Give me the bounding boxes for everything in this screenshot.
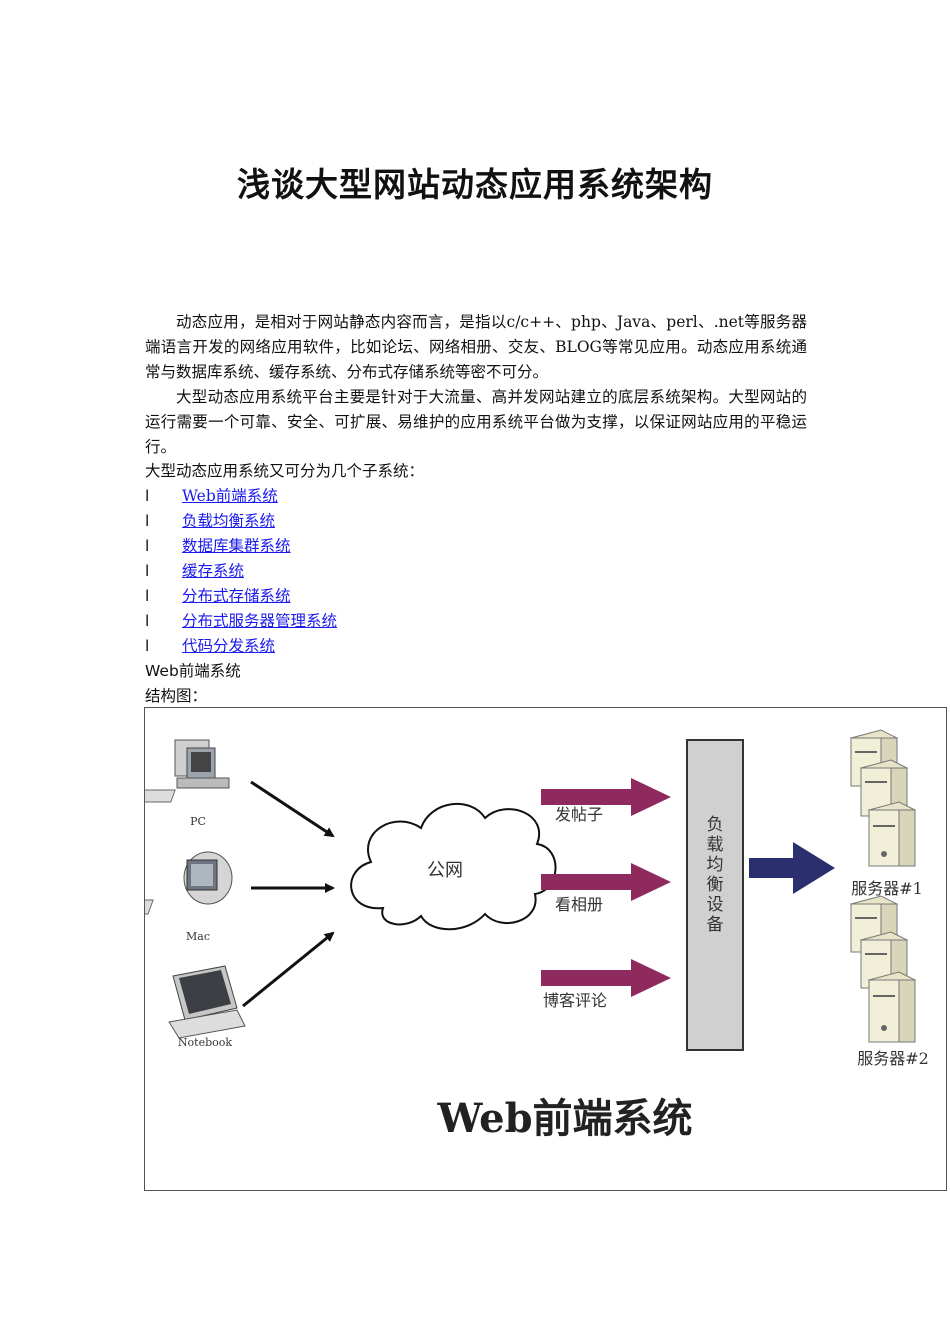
server-group-2-icon bbox=[849, 895, 917, 1043]
link-load-balancing[interactable]: 负载均衡系统 bbox=[182, 512, 276, 530]
lb-char-6: 备 bbox=[707, 915, 724, 935]
client-label-notebook: Notebook bbox=[178, 1036, 232, 1049]
cloud-icon bbox=[350, 802, 557, 931]
server-label-1: 服务器#1 bbox=[851, 879, 923, 898]
list-bullet: l bbox=[145, 612, 150, 630]
list-bullet: l bbox=[145, 562, 150, 580]
client-label-pc: PC bbox=[190, 815, 206, 828]
pc-icon bbox=[145, 739, 230, 803]
request-arrow-post bbox=[541, 778, 671, 816]
mac-icon bbox=[145, 851, 233, 915]
diagram-canvas: PC Mac Notebook 公网 发帖子 看相册 博客评论 bbox=[145, 729, 929, 1142]
cloud-label: 公网 bbox=[427, 860, 463, 881]
list-bullet: l bbox=[145, 587, 150, 605]
request-arrow-blog bbox=[541, 959, 671, 997]
server-label-2: 服务器#2 bbox=[857, 1049, 929, 1068]
link-cache[interactable]: 缓存系统 bbox=[182, 562, 245, 580]
link-web-frontend[interactable]: Web前端系统 bbox=[182, 487, 278, 505]
request-arrow-album bbox=[541, 863, 671, 901]
list-bullet: l bbox=[145, 537, 150, 555]
lb-char-5: 设 bbox=[707, 895, 724, 915]
link-distributed-storage[interactable]: 分布式存储系统 bbox=[182, 587, 291, 605]
intro-paragraph-1: 动态应用，是相对于网站静态内容而言，是指以c/c++、php、Java、perl… bbox=[145, 313, 807, 381]
arrow-pc-to-cloud bbox=[250, 780, 335, 838]
lb-char-2: 载 bbox=[707, 835, 724, 855]
request-label-blog: 博客评论 bbox=[543, 991, 607, 1010]
diagram-caption: 结构图： bbox=[145, 687, 208, 705]
list-bullet: l bbox=[145, 512, 150, 530]
arrow-notebook-to-cloud bbox=[242, 931, 335, 1008]
request-label-album: 看相册 bbox=[555, 895, 603, 914]
link-server-management[interactable]: 分布式服务器管理系统 bbox=[182, 612, 338, 630]
client-label-mac: Mac bbox=[186, 930, 210, 943]
server-group-1-icon bbox=[849, 729, 917, 867]
lb-char-3: 均 bbox=[707, 855, 724, 875]
page-title: 浅谈大型网站动态应用系统架构 bbox=[237, 165, 713, 204]
request-label-post: 发帖子 bbox=[555, 805, 603, 824]
load-balancer-label: 负 载 均 衡 设 备 bbox=[707, 815, 724, 935]
architecture-diagram: PC Mac Notebook 公网 发帖子 看相册 博客评论 bbox=[144, 707, 947, 1191]
subsystems-intro: 大型动态应用系统又可分为几个子系统： bbox=[145, 462, 425, 480]
intro-paragraph-2: 大型动态应用系统平台主要是针对于大流量、高并发网站建立的底层系统架构。大型网站的… bbox=[145, 388, 807, 456]
link-code-distribution[interactable]: 代码分发系统 bbox=[182, 637, 276, 655]
lb-to-servers-arrow bbox=[749, 842, 835, 894]
diagram-big-title: Web前端系统 bbox=[436, 1095, 692, 1142]
notebook-icon bbox=[168, 965, 246, 1039]
list-bullet: l bbox=[145, 637, 150, 655]
lb-char-1: 负 bbox=[707, 815, 724, 835]
link-database-cluster[interactable]: 数据库集群系统 bbox=[182, 537, 291, 555]
section-heading: Web前端系统 bbox=[145, 662, 241, 680]
lb-char-4: 衡 bbox=[707, 875, 724, 895]
load-balancer-box bbox=[686, 739, 744, 1051]
list-bullet: l bbox=[145, 487, 150, 505]
